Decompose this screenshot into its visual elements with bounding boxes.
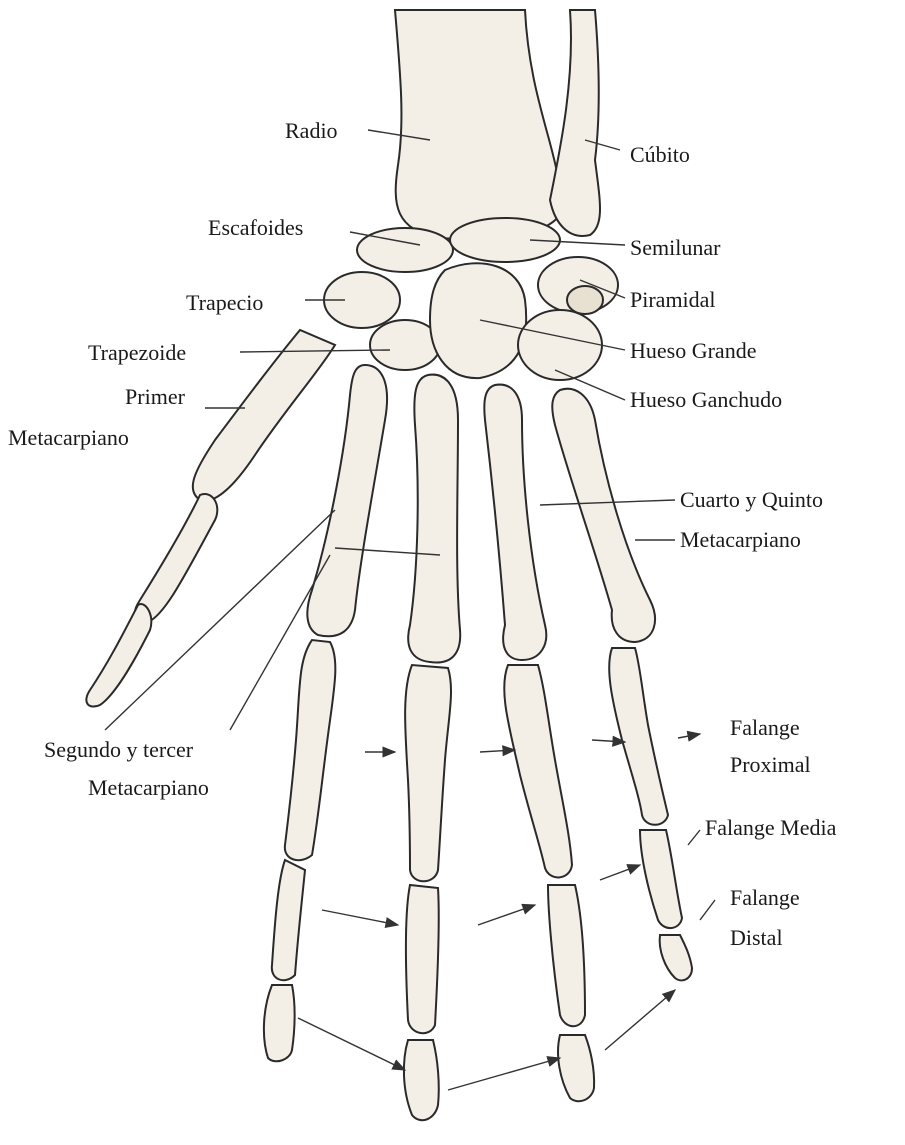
label-hueso-ganchudo: Hueso Ganchudo	[630, 387, 782, 413]
label-cubito: Cúbito	[630, 142, 690, 168]
metacarpal-1	[193, 330, 335, 501]
metacarpal-5	[552, 389, 655, 642]
metacarpal-3	[408, 375, 460, 663]
label-primer-line1: Primer	[60, 384, 250, 410]
label-segundo-line1: Segundo y tercer	[44, 737, 193, 763]
scaphoid-bone	[357, 228, 453, 272]
label-cuarto-line1: Cuarto y Quinto	[680, 487, 823, 513]
label-proximal-line2: Proximal	[730, 752, 811, 778]
label-trapecio: Trapecio	[186, 290, 263, 316]
pisiform-bone	[567, 286, 603, 314]
label-proximal-line1: Falange	[730, 715, 800, 741]
capitate-bone	[430, 263, 526, 378]
radius-bone	[395, 10, 560, 239]
finger-phalanges	[264, 640, 692, 1120]
label-segundo-line2: Metacarpiano	[88, 775, 209, 801]
label-trapezoide: Trapezoide	[88, 340, 186, 366]
label-primer-line2: Metacarpiano	[8, 425, 129, 451]
label-hueso-grande: Hueso Grande	[630, 338, 756, 364]
label-distal-line1: Falange	[730, 885, 800, 911]
label-piramidal: Piramidal	[630, 287, 716, 313]
label-escafoides: Escafoides	[208, 215, 303, 241]
label-semilunar: Semilunar	[630, 235, 720, 261]
metacarpal-4	[484, 385, 546, 660]
forearm-bones	[395, 10, 600, 239]
ulna-bone	[550, 10, 600, 236]
lunate-bone	[450, 218, 560, 262]
label-radio: Radio	[285, 118, 338, 144]
metacarpal-bones	[193, 330, 655, 663]
label-cuarto-line2: Metacarpiano	[680, 527, 801, 553]
hamate-bone	[518, 310, 602, 380]
label-distal-line2: Distal	[730, 925, 783, 951]
label-falange-media: Falange Media	[705, 815, 836, 841]
metacarpal-2	[307, 365, 387, 636]
thumb-phalanges	[86, 494, 217, 706]
